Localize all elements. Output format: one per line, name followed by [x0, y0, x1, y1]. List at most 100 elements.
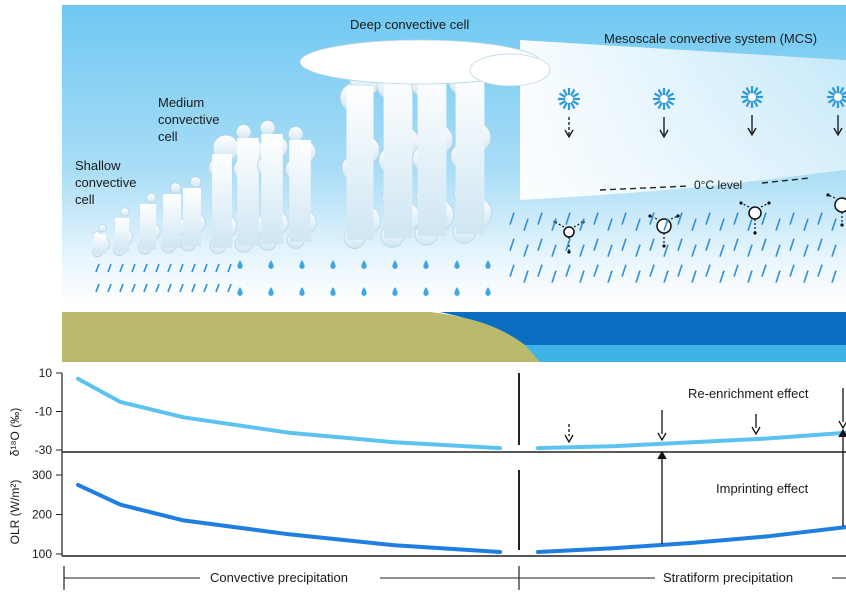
rain-streak	[635, 218, 641, 231]
rain-streak	[579, 270, 585, 283]
series-line-1-stratiform	[536, 525, 846, 554]
mcs-anvil	[520, 40, 846, 200]
y-tick-label: 100	[32, 547, 52, 561]
rain-streak	[677, 238, 683, 251]
evaporation-arrow-tip	[662, 244, 666, 248]
medium-cloud-1-body	[212, 154, 232, 248]
raindrop	[237, 287, 243, 296]
rain-streak	[663, 244, 669, 257]
raindrop	[423, 287, 429, 296]
rain-streak	[607, 270, 613, 283]
convective-precip-label: Convective precipitation	[210, 570, 348, 585]
rain-streak	[761, 238, 767, 251]
raindrop	[237, 260, 243, 269]
raindrop	[361, 260, 367, 269]
drop-circle	[656, 218, 672, 234]
ice-crystal-core	[834, 93, 842, 101]
shallow-cloud-5	[180, 176, 206, 252]
rain-streak	[523, 244, 529, 257]
raindrop	[299, 287, 305, 296]
rain-streak	[593, 238, 599, 251]
y-tick-label: -30	[35, 443, 53, 457]
reenrichment-arrow-1-head	[564, 434, 574, 444]
medium-cell-label-3: cell	[158, 129, 178, 144]
rain-streak	[677, 264, 683, 277]
rain-streak	[691, 244, 697, 257]
raindrop	[392, 260, 398, 269]
shallow-cloud-1-puff	[98, 223, 107, 233]
fall-arrow-head	[747, 127, 757, 137]
rain-streak	[509, 212, 515, 225]
shallow-cloud-5-puff	[189, 176, 202, 188]
ocean-shallow	[520, 345, 846, 362]
rain-streak	[831, 218, 837, 231]
medium-cloud-1	[208, 134, 240, 255]
rain-streak	[663, 270, 669, 283]
raindrop	[454, 287, 460, 296]
rain-streak	[215, 263, 220, 273]
shallow-cell-label-3: cell	[75, 192, 95, 207]
ice-crystal-core	[748, 93, 756, 101]
rain-streak	[119, 283, 124, 293]
evaporation-arrow-tip	[676, 214, 680, 218]
shallow-cloud-4	[160, 182, 186, 254]
ice-crystals	[558, 86, 846, 139]
rain-streak	[803, 218, 809, 231]
raindrop	[268, 287, 274, 296]
shallow-cloud-1-body	[93, 234, 107, 254]
rain-streak	[705, 212, 711, 225]
convective-clouds	[92, 39, 551, 258]
rain-streak	[227, 263, 232, 273]
rain-streak	[523, 270, 529, 283]
ice-crystal-4	[827, 86, 846, 137]
rain-streak	[95, 263, 100, 273]
rain-streak	[719, 270, 725, 283]
rain-streak	[747, 244, 753, 257]
rain-streak	[691, 270, 697, 283]
rain-streak	[551, 270, 557, 283]
rain-streak	[565, 212, 571, 225]
fall-arrow-head	[659, 129, 669, 139]
ice-crystal-core	[565, 95, 573, 103]
rain-streak	[143, 263, 148, 273]
rain-streak	[761, 264, 767, 277]
medium-cloud-4-body	[289, 140, 311, 242]
ice-crystal-core	[660, 95, 668, 103]
rain-streak	[523, 218, 529, 231]
deep-cloud-1	[339, 64, 382, 249]
rain-streak	[831, 270, 837, 283]
medium-cloud-4	[285, 126, 317, 249]
evaporation-arrow	[573, 221, 584, 228]
rain-streak	[551, 244, 557, 257]
rain-streak	[761, 212, 767, 225]
shallow-cloud-5-body	[183, 188, 201, 246]
ice-crystal-3	[741, 86, 763, 137]
medium-cloud-2	[233, 124, 265, 253]
imprinting-arrow-1-head	[657, 450, 667, 460]
rain-streak	[191, 263, 196, 273]
evaporation-arrow	[827, 194, 836, 199]
y-tick-label: 200	[32, 508, 52, 522]
melting-drop-1	[553, 220, 585, 254]
rain-streak	[155, 263, 160, 273]
rain-streak	[705, 238, 711, 251]
rain-streak	[719, 218, 725, 231]
fall-arrow-head	[833, 127, 843, 137]
rain-streak	[803, 270, 809, 283]
rain-streak	[537, 238, 543, 251]
evaporation-arrow-tip	[739, 201, 743, 205]
rain-streak	[817, 212, 823, 225]
freezing-level-label: 0°C level	[694, 178, 742, 192]
rain-streak	[179, 263, 184, 273]
rain-streak	[677, 212, 683, 225]
reenrichment-arrow-4-head	[838, 420, 846, 430]
rain-streak	[733, 264, 739, 277]
rain-streak	[143, 283, 148, 293]
medium-cloud-2-body	[237, 138, 259, 246]
rain-streak	[775, 270, 781, 283]
rain-streak	[635, 244, 641, 257]
shallow-cloud-2-puff	[120, 207, 130, 217]
reenrichment-arrow-2-head	[657, 432, 667, 442]
rain-streak	[167, 283, 172, 293]
